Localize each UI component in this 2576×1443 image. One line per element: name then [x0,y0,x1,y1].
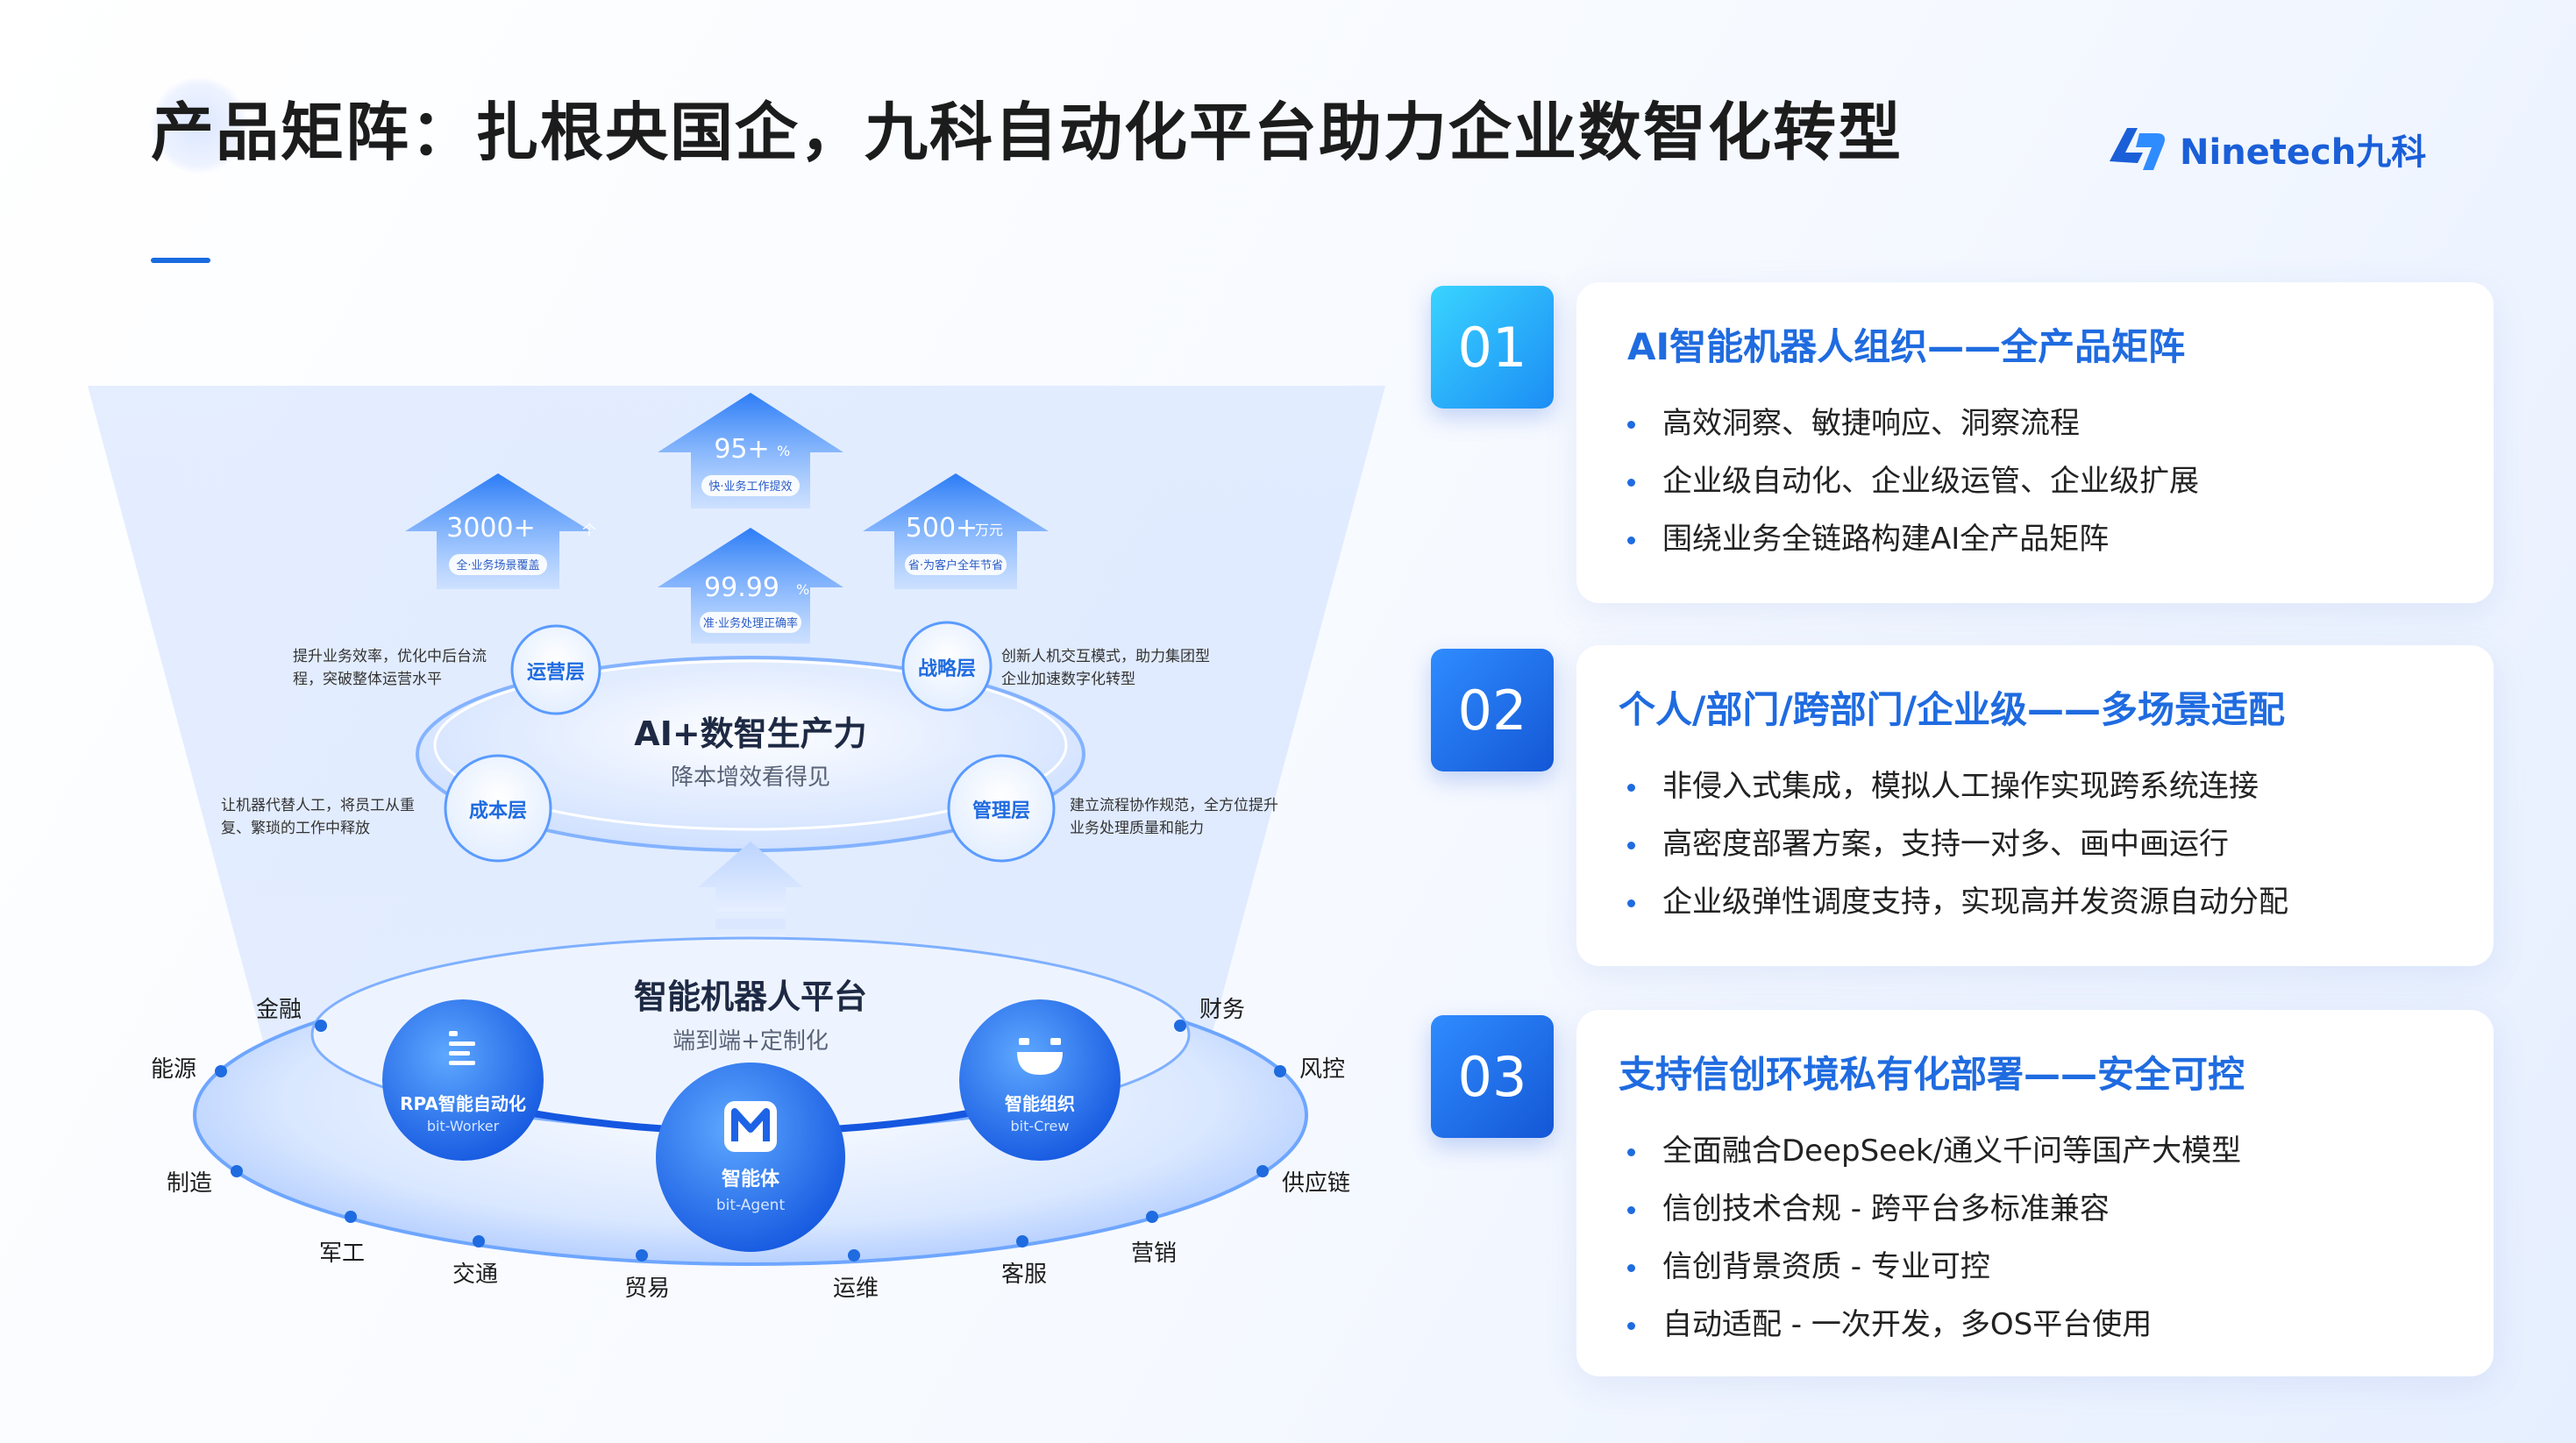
industry-label: 风控 [1299,1056,1345,1083]
product-matrix-diagram: 95+ % 快·业务工作提效 3000+ 个 全·业务场景覆盖 99.99 % … [88,386,1385,1302]
metric-value: 95+ [714,434,769,465]
product-name: 智能组织 [1005,1093,1075,1114]
industry-label: 客服 [1001,1262,1047,1288]
metric-value: 3000+ [446,513,535,544]
industry-label: 能源 [151,1056,196,1083]
metric-unit: % [796,581,809,598]
metric-tag: 准·业务处理正确率 [703,616,798,630]
product-agent [656,1063,845,1252]
list-item: 自动适配 - 一次开发，多OS平台使用 [1622,1296,2241,1354]
layer-label: 战略层 [918,658,976,680]
card-number-01: 01 [1431,286,1554,409]
platform-title: 智能机器人平台 [634,977,867,1016]
layer-label: 管理层 [972,800,1030,822]
list-item: 全面融合DeepSeek/通义千问等国产大模型 [1622,1122,2241,1180]
list-item: 非侵入式集成，模拟人工操作实现跨系统连接 [1622,757,2288,815]
metric-value: 500+ [906,513,978,544]
product-sub: bit-Agent [716,1197,786,1214]
card-title: 个人/部门/跨部门/企业级——多场景适配 [1619,688,2286,731]
industry-label: 金融 [256,997,302,1023]
productivity-title: AI+数智生产力 [634,714,866,753]
document-lines-icon [449,1031,475,1065]
list-item: 信创背景资质 - 专业可控 [1622,1238,2241,1296]
layer-desc: 创新人机交互模式，助力集团型企业加速数字化转型 [1001,648,1210,688]
layer-label: 成本层 [469,800,527,822]
title-underline [151,258,210,263]
metric-unit: % [777,443,790,459]
layer-circles [444,621,1056,863]
product-name: RPA智能自动化 [400,1093,526,1114]
card-list: 全面融合DeepSeek/通义千问等国产大模型 信创技术合规 - 跨平台多标准兼… [1622,1122,2241,1354]
product-sub: bit-Crew [1011,1118,1070,1134]
metric-value: 99.99 [704,572,779,603]
list-item: 高效洞察、敏捷响应、洞察流程 [1622,395,2199,452]
page-title: 产品矩阵：扎根央国企，九科自动化平台助力企业数智化转型 [151,96,1904,169]
metric-tag: 全·业务场景覆盖 [456,558,539,572]
industry-label: 交通 [452,1262,498,1288]
ninetech-logo-icon [2110,128,2165,170]
feature-card-01: AI智能机器人组织——全产品矩阵 高效洞察、敏捷响应、洞察流程 企业级自动化、企… [1576,282,2494,603]
product-sub: bit-Worker [427,1118,500,1134]
layer-desc: 让机器代替人工，将员工从重复、繁琐的工作中释放 [221,797,415,837]
layer-desc: 提升业务效率，优化中后台流程，突破整体运营水平 [293,648,487,688]
card-title: 支持信创环境私有化部署——安全可控 [1619,1053,2245,1096]
card-number-03: 03 [1431,1015,1554,1138]
industry-label: 供应链 [1282,1170,1350,1197]
industry-label: 营销 [1131,1240,1177,1267]
list-item: 企业级自动化、企业级运管、企业级扩展 [1622,452,2199,510]
feature-card-03: 支持信创环境私有化部署——安全可控 全面融合DeepSeek/通义千问等国产大模… [1576,1010,2494,1376]
metric-tag: 省·为客户全年节省 [908,558,1003,572]
industry-label: 军工 [319,1240,365,1267]
robot-face-icon [1017,1038,1063,1075]
m-logo-icon [724,1101,777,1152]
metric-tag: 快·业务工作提效 [708,480,792,494]
title-decoration [151,77,247,174]
metric-unit: 个 [582,522,596,538]
metric-unit: 万元 [975,522,1003,538]
card-list: 非侵入式集成，模拟人工操作实现跨系统连接 高密度部署方案，支持一对多、画中画运行… [1622,757,2288,931]
product-rpa [382,999,544,1161]
list-item: 信创技术合规 - 跨平台多标准兼容 [1622,1180,2241,1238]
list-item: 高密度部署方案，支持一对多、画中画运行 [1622,815,2288,873]
list-item: 企业级弹性调度支持，实现高并发资源自动分配 [1622,873,2288,931]
product-crew [959,999,1121,1161]
card-list: 高效洞察、敏捷响应、洞察流程 企业级自动化、企业级运管、企业级扩展 围绕业务全链… [1622,395,2199,568]
logo-text: Ninetech九科 [2180,132,2427,173]
layer-desc: 建立流程协作规范，全方位提升业务处理质量和能力 [1070,797,1278,837]
industry-label: 贸易 [624,1276,670,1302]
industry-label: 财务 [1199,997,1245,1023]
industry-dots [215,1020,1286,1262]
platform-subtitle: 端到端+定制化 [672,1028,829,1055]
industry-label: 制造 [167,1170,212,1197]
card-title: AI智能机器人组织——全产品矩阵 [1627,325,2186,368]
product-name: 智能体 [722,1168,780,1191]
feature-card-02: 个人/部门/跨部门/企业级——多场景适配 非侵入式集成，模拟人工操作实现跨系统连… [1576,645,2494,966]
brand-logo: Ninetech九科 [2104,116,2426,182]
list-item: 围绕业务全链路构建AI全产品矩阵 [1622,510,2199,568]
layer-label: 运营层 [527,662,585,684]
card-number-02: 02 [1431,649,1554,771]
productivity-subtitle: 降本增效看得见 [671,764,830,791]
industry-label: 运维 [833,1276,879,1302]
